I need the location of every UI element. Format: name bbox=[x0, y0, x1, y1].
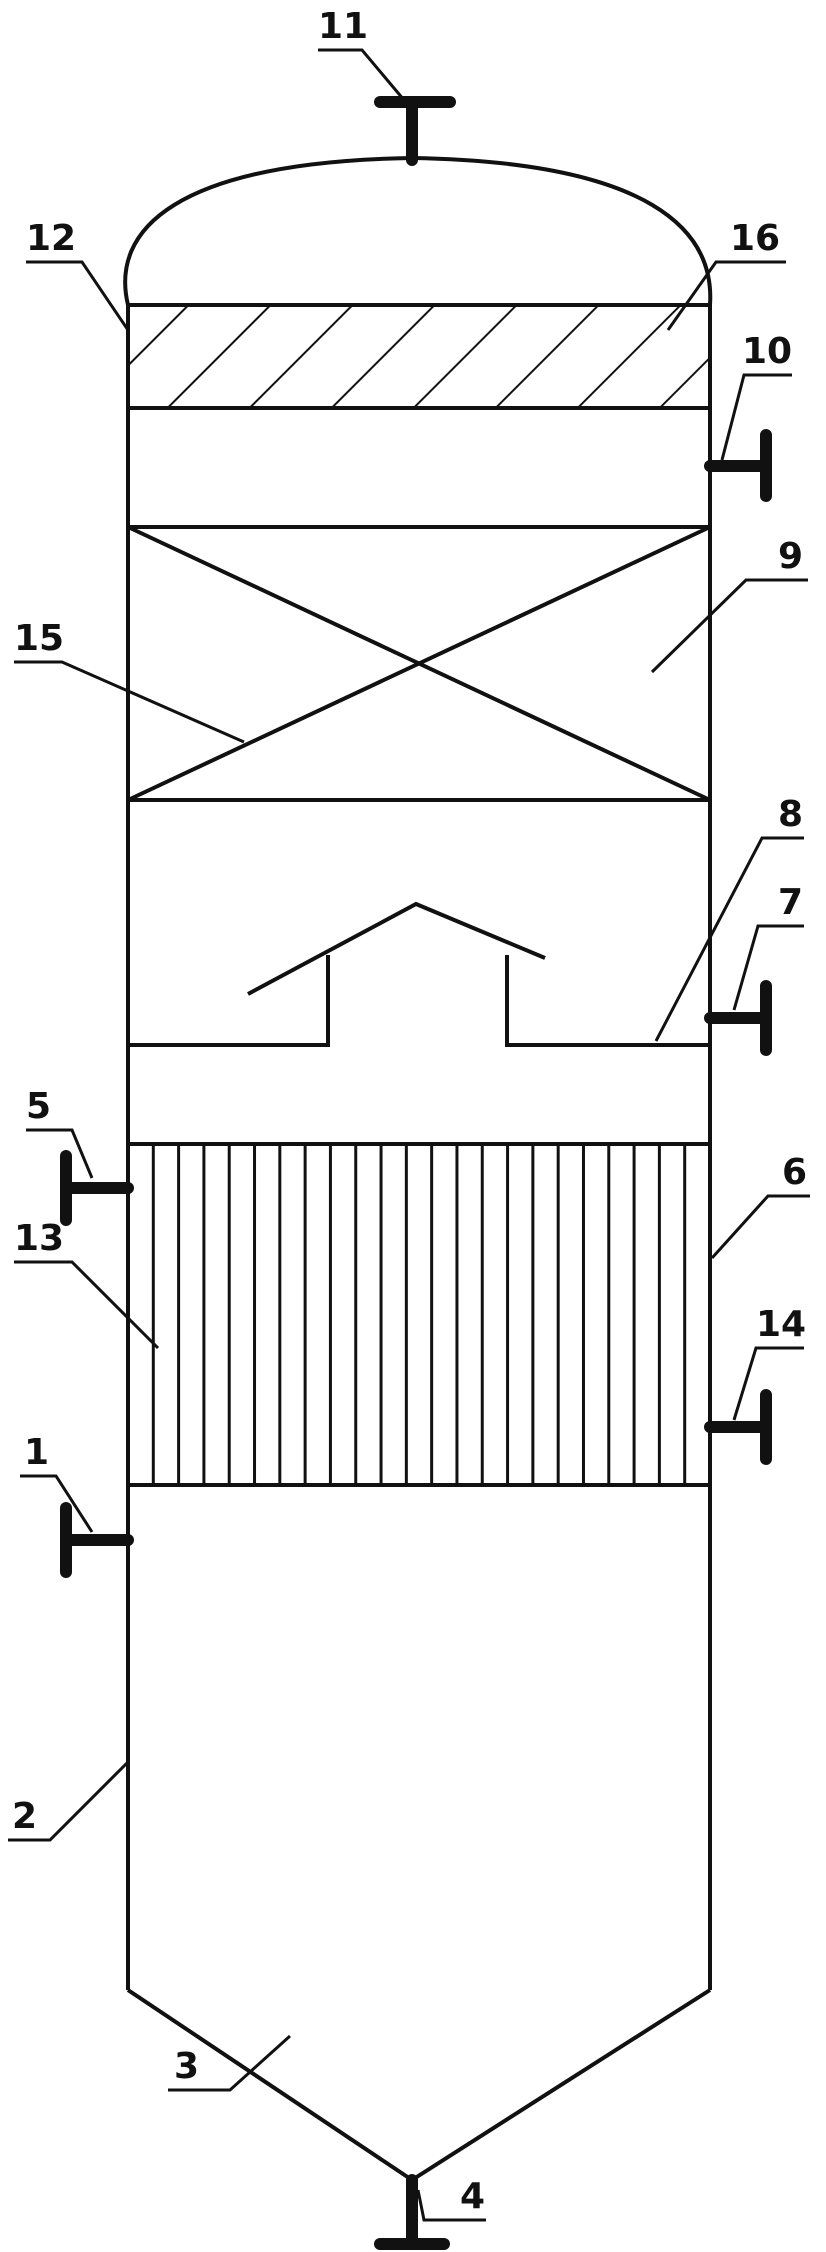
callout-11: 11 bbox=[318, 6, 368, 47]
callout-4: 4 bbox=[460, 2176, 485, 2217]
packing-diagonal-b bbox=[127, 525, 711, 802]
callout-14: 14 bbox=[756, 1304, 806, 1345]
cone-left bbox=[126, 1988, 414, 2182]
leader-8 bbox=[654, 836, 804, 1042]
leader-3 bbox=[168, 2034, 292, 2092]
callout-5: 5 bbox=[26, 1086, 51, 1127]
cone-right bbox=[410, 1988, 712, 2182]
hatched-layer bbox=[126, 303, 712, 410]
nozzle-11 bbox=[374, 96, 456, 166]
callout-6: 6 bbox=[782, 1152, 807, 1193]
leader-10 bbox=[720, 373, 792, 461]
leader-7 bbox=[732, 924, 804, 1011]
nozzle-14 bbox=[704, 1389, 772, 1465]
leader-2 bbox=[8, 1760, 130, 1842]
callout-3: 3 bbox=[174, 2046, 199, 2087]
nozzle-4 bbox=[374, 2174, 450, 2250]
leader-11 bbox=[318, 48, 406, 101]
internals bbox=[127, 525, 711, 1487]
riser-cap bbox=[247, 901, 546, 996]
dome-head bbox=[123, 155, 713, 306]
leader-15 bbox=[14, 660, 245, 744]
nozzles bbox=[60, 96, 772, 2250]
distributor-plate bbox=[128, 955, 330, 1047]
leader-9 bbox=[650, 578, 808, 674]
callout-10: 10 bbox=[742, 331, 792, 372]
callout-9: 9 bbox=[778, 536, 803, 577]
callout-16: 16 bbox=[730, 218, 780, 259]
callout-labels: 11 12 16 10 9 15 8 7 5 6 13 14 1 2 3 4 bbox=[12, 6, 807, 2217]
leader-16 bbox=[666, 260, 786, 331]
nozzle-10 bbox=[704, 429, 772, 502]
callout-15: 15 bbox=[14, 618, 64, 659]
leader-14 bbox=[732, 1346, 804, 1421]
tube-bundle bbox=[151, 1144, 687, 1485]
callout-7: 7 bbox=[778, 882, 803, 923]
leader-6 bbox=[710, 1194, 810, 1260]
nozzle-1 bbox=[60, 1502, 134, 1578]
callout-13: 13 bbox=[14, 1218, 64, 1259]
leader-4 bbox=[416, 2189, 486, 2222]
callout-2: 2 bbox=[12, 1796, 37, 1837]
leader-1 bbox=[20, 1474, 94, 1533]
leader-5 bbox=[26, 1128, 94, 1179]
nozzle-7 bbox=[704, 980, 772, 1056]
callout-8: 8 bbox=[778, 794, 803, 835]
nozzle-5 bbox=[60, 1150, 134, 1226]
callout-12: 12 bbox=[26, 218, 76, 259]
vessel-body bbox=[123, 155, 713, 2182]
leader-12 bbox=[26, 260, 130, 331]
callout-1: 1 bbox=[24, 1432, 49, 1473]
leaders bbox=[8, 48, 810, 2222]
distributor-plate-right bbox=[505, 955, 710, 1047]
leader-13 bbox=[14, 1260, 160, 1350]
